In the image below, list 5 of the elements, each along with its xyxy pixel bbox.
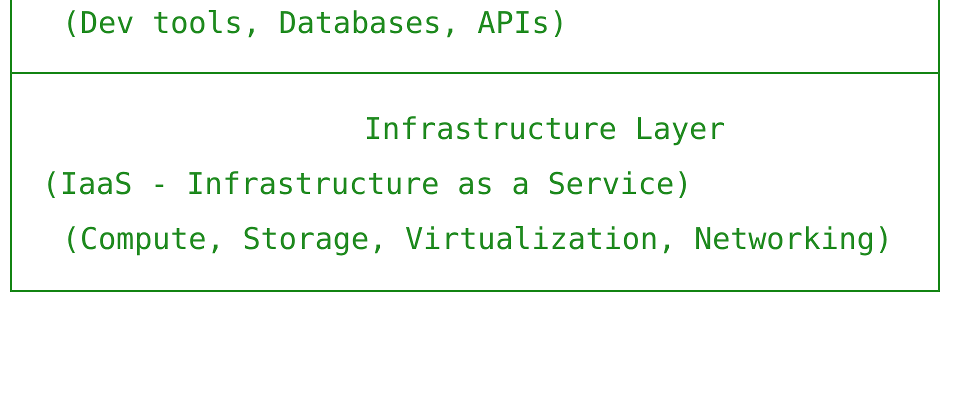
- layer-description: (Dev tools, Databases, APIs): [62, 6, 568, 42]
- layer-description: (Compute, Storage, Virtualization, Networking): [62, 222, 893, 258]
- layer-description: (IaaS - Infrastructure as a Service): [42, 167, 692, 203]
- layer-title: Infrastructure Layer: [364, 112, 726, 148]
- layer-box: [10, 72, 940, 292]
